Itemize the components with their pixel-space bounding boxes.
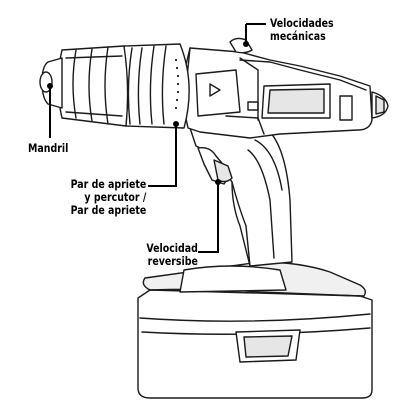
label-line: Velocidad — [146, 241, 198, 255]
callout-dots — [47, 41, 249, 185]
label-line: Par de apriete — [70, 177, 146, 191]
chuck — [39, 45, 129, 127]
label-line: y percutor / — [84, 190, 146, 204]
torque-scale-dots — [174, 58, 180, 110]
label-velocidad-reversibe: Velocidad reversibe — [146, 242, 198, 268]
callout-lines — [49, 23, 266, 253]
speed-switch — [229, 37, 253, 54]
label-mandril: Mandril — [28, 142, 68, 155]
callout-par — [148, 126, 177, 187]
callout-velocidad — [198, 184, 219, 253]
label-par-de-apriete: Par de apriete y percutor / Par de aprie… — [70, 178, 146, 217]
label-velocidades-mecanicas: Velocidades mecánicas — [270, 17, 334, 43]
label-line: Par de apriete — [70, 203, 146, 217]
torque-collar — [121, 43, 190, 129]
battery-pack — [137, 261, 373, 399]
label-line: reversibe — [147, 254, 198, 268]
label-line: Velocidades — [270, 16, 334, 30]
label-line: mecánicas — [270, 29, 326, 43]
motor-housing — [179, 47, 389, 139]
label-line: Mandril — [28, 141, 69, 155]
trigger — [197, 146, 233, 185]
